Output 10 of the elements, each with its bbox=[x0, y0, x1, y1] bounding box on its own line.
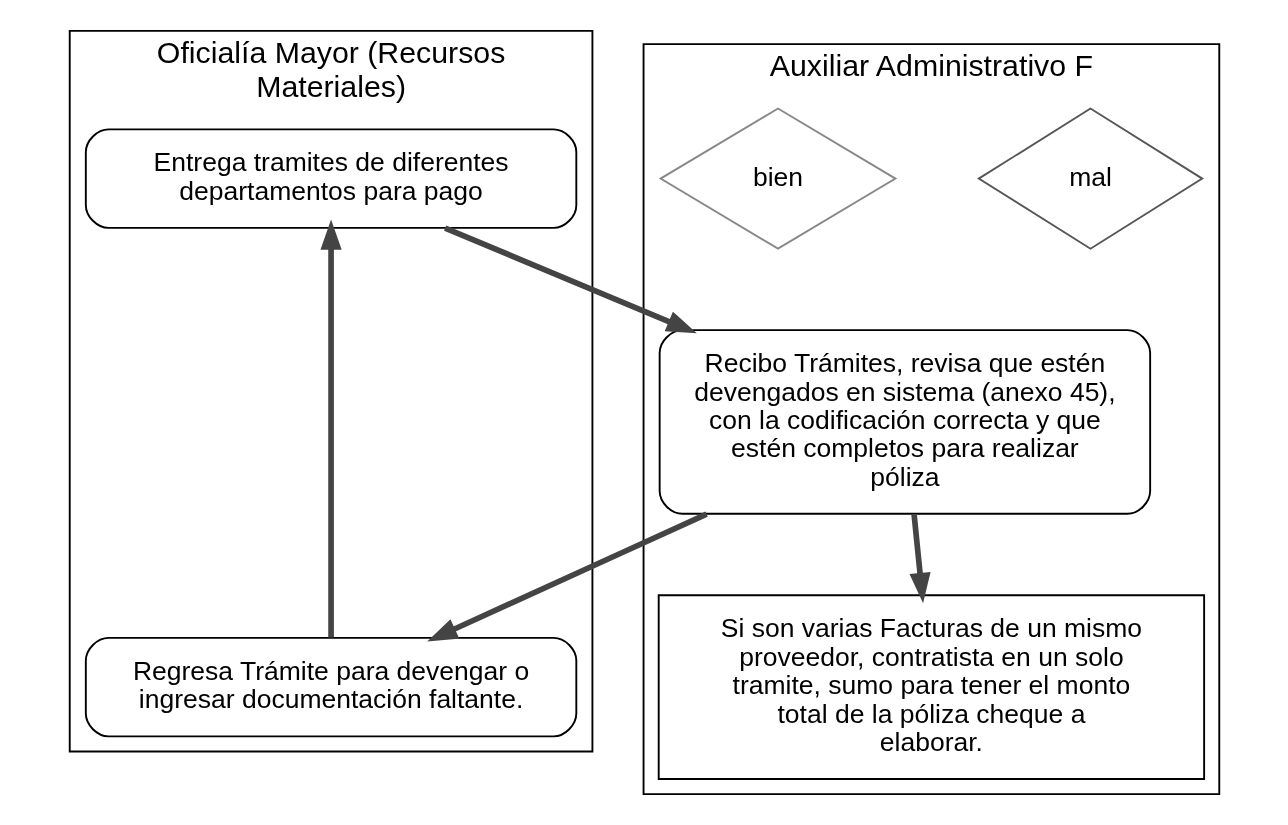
node-box: Entrega tramites de diferentes departamentos para pago bbox=[84, 128, 577, 229]
arrow bbox=[908, 514, 931, 604]
node-diamond: bien bbox=[658, 107, 897, 250]
node-box: Regresa Trámite para devengar o ingresar documentación faltante. bbox=[84, 636, 577, 738]
node-diamond: mal bbox=[976, 107, 1204, 250]
arrow bbox=[319, 219, 342, 638]
node-box: Si son varias Facturas de un mismo proveedor, contratista en un solo tramite, sumo para tener el monto total de la póliza cheque a elaborar. bbox=[657, 594, 1205, 780]
arrow bbox=[426, 511, 708, 642]
arrow bbox=[443, 225, 697, 334]
node-box: Recibo Trámites, revisa que estén devengados en sistema (anexo 45), con la codificación correcta y que estén completos para realizar póliza bbox=[658, 329, 1151, 515]
